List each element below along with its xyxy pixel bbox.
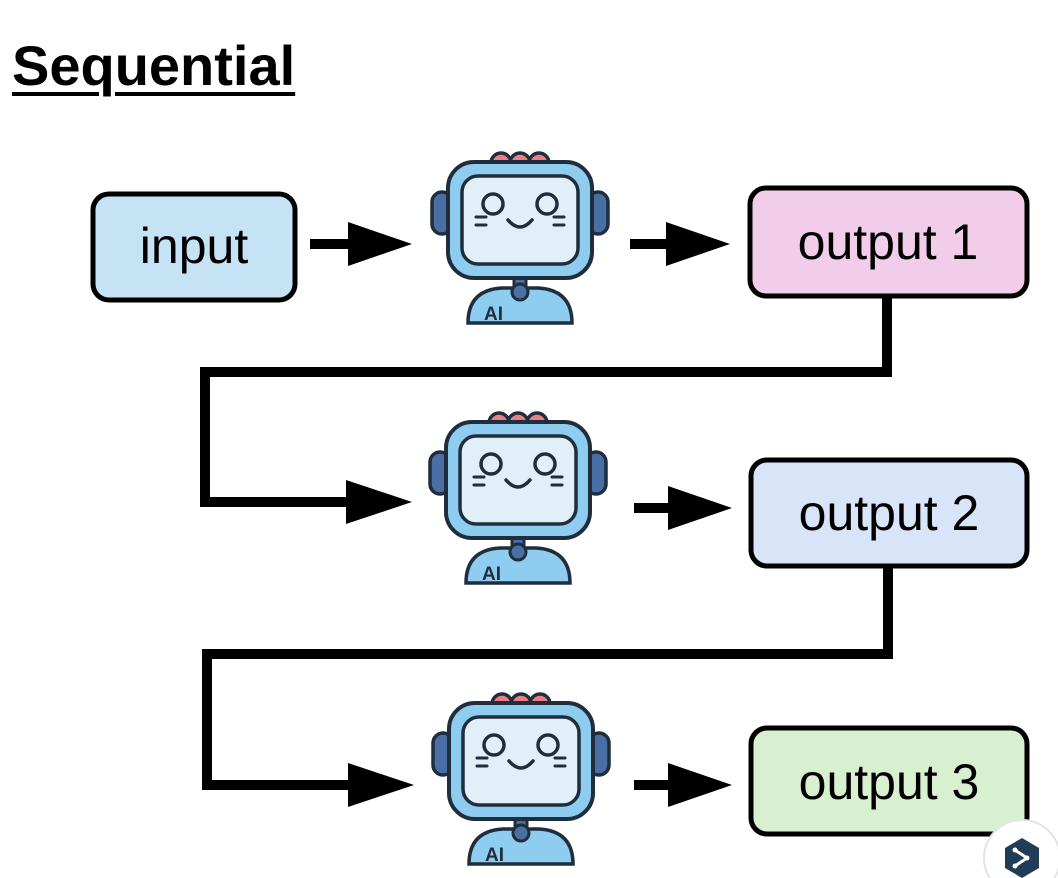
arrow-input-to-robot1 (310, 222, 412, 266)
robot-icon (428, 411, 608, 587)
node-input: input (90, 191, 298, 303)
node-output2: output 2 (748, 457, 1030, 569)
node-output3: output 3 (748, 725, 1030, 837)
node-input-label: input (140, 218, 249, 274)
page-title: Sequential (12, 34, 296, 97)
connector-output1-to-robot2 (200, 296, 892, 507)
arrow-robot2-to-output2 (634, 486, 732, 530)
node-output1-label: output 1 (798, 214, 979, 270)
node-output1: output 1 (747, 185, 1030, 299)
node-output2-label: output 2 (799, 485, 980, 541)
share-icon[interactable] (983, 819, 1058, 878)
robot-icon (431, 692, 611, 868)
arrow-into-robot3 (348, 763, 414, 807)
arrow-into-robot2 (346, 480, 412, 524)
arrow-robot3-to-output3 (634, 763, 732, 807)
node-output3-label: output 3 (799, 754, 980, 810)
connector-output2-to-robot3 (202, 566, 893, 790)
robot-icon (430, 151, 610, 327)
arrow-robot1-to-output1 (630, 222, 730, 266)
